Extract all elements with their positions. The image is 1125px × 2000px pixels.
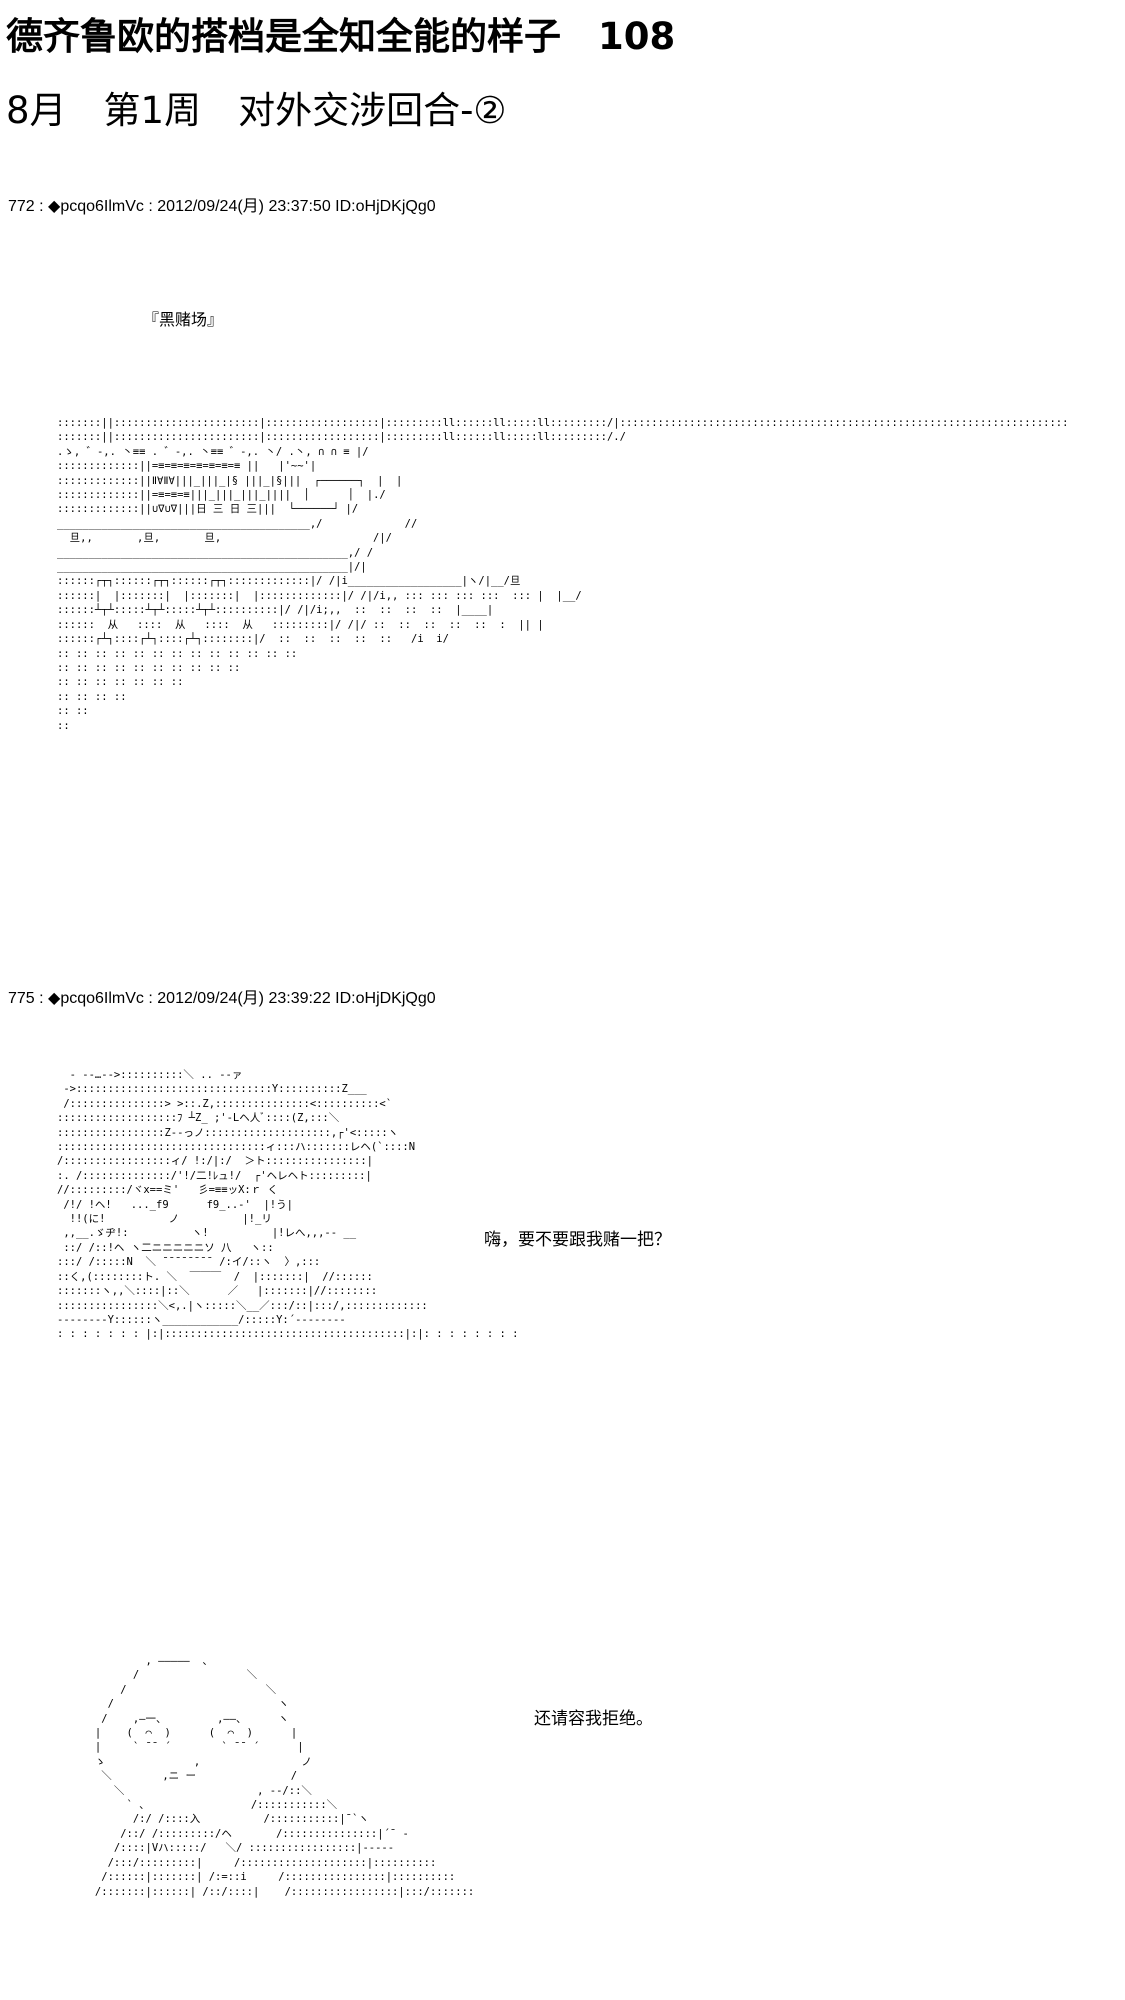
- ascii-art-casino: :::::::||:::::::::::::::::::::::|:::::::…: [57, 417, 1069, 732]
- ascii-art-character-2: , ――――― 、 / ＼ / ＼ / ヽ / ,―一、 ,――、 ヽ | ( …: [94, 1655, 475, 1898]
- location-label: 『黑赌场』: [143, 310, 224, 329]
- post-header-775: 775 : ◆pcqo6IlmVc : 2012/09/24(月) 23:39:…: [8, 990, 436, 1007]
- dialogue-1: 嗨，要不要跟我赌一把？: [484, 1230, 671, 1250]
- dialogue-2: 还请容我拒绝。: [534, 1709, 653, 1729]
- title-line-1: 德齐鲁欧的搭档是全知全能的样子 108: [6, 15, 676, 58]
- ascii-art-character-1: - -‐…-->::::::::::＼ .. -‐ァ ‐>:::::::::::…: [57, 1069, 519, 1341]
- title-line-2: 8月 第1周 对外交涉回合-②: [6, 89, 507, 132]
- post-header-772: 772 : ◆pcqo6IlmVc : 2012/09/24(月) 23:37:…: [8, 198, 436, 215]
